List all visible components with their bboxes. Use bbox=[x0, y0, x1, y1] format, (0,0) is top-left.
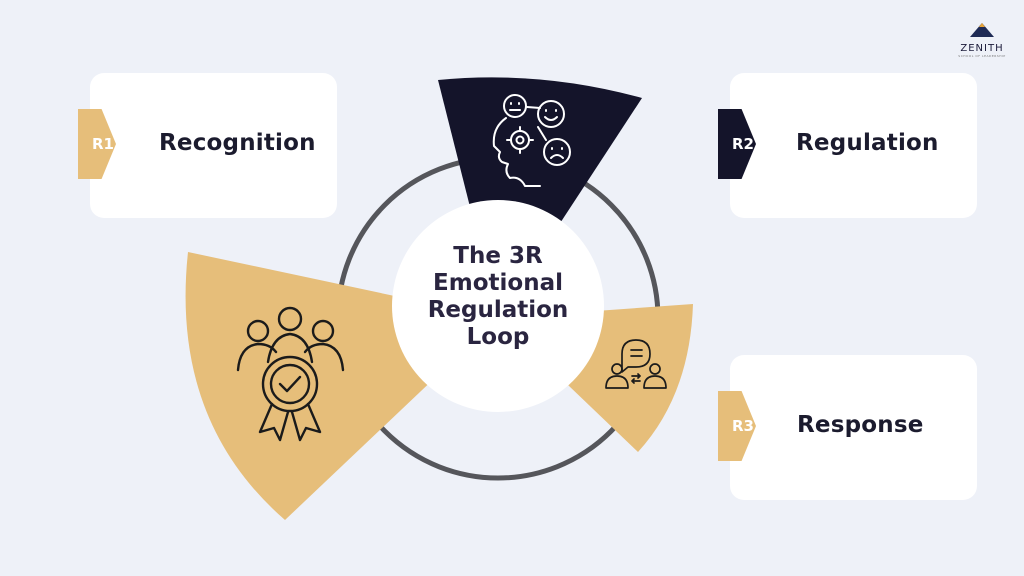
brand-name: ZENITH bbox=[960, 43, 1004, 54]
recognition-card bbox=[90, 73, 337, 218]
brand-logo: ZENITH SCHOOL OF LEADERSHIP bbox=[950, 22, 1014, 58]
mountain-logo-icon bbox=[970, 23, 994, 37]
center-title-line-2: Emotional bbox=[433, 270, 563, 296]
center-title-line-4: Loop bbox=[466, 324, 530, 350]
center-title-line-1: The 3R bbox=[453, 243, 543, 269]
brand-tagline: SCHOOL OF LEADERSHIP bbox=[958, 54, 1006, 58]
center-circle bbox=[392, 200, 604, 412]
response-label: Response bbox=[797, 412, 924, 438]
team-award-icon bbox=[236, 306, 345, 442]
center-title: The 3R Emotional Regulation Loop bbox=[418, 243, 578, 351]
head-emotions-icon bbox=[492, 94, 571, 187]
regulation-card bbox=[730, 73, 977, 218]
response-card bbox=[730, 355, 977, 500]
conversation-icon bbox=[605, 339, 667, 389]
regulation-label: Regulation bbox=[796, 130, 939, 156]
recognition-label: Recognition bbox=[159, 130, 316, 156]
center-title-line-3: Regulation bbox=[427, 297, 569, 323]
